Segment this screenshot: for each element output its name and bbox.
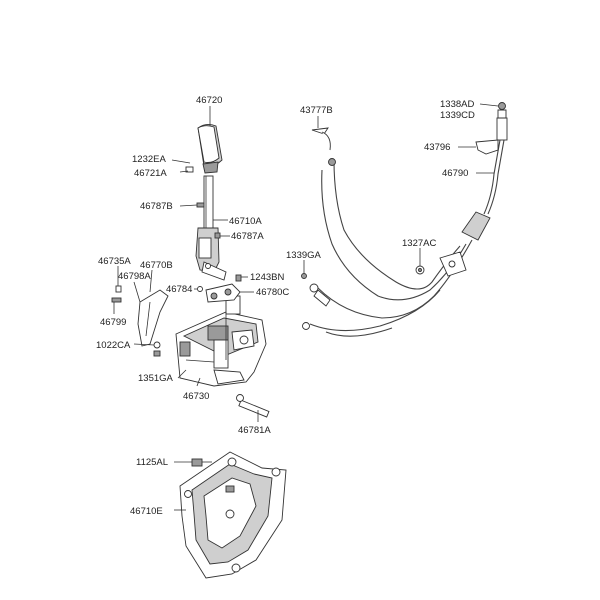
label-1125AL: 1125AL — [136, 457, 168, 468]
bolt-46781A — [236, 394, 270, 418]
label-43777B: 43777B — [300, 105, 333, 116]
label-46790: 46790 — [442, 168, 468, 179]
label-1338AD: 1338AD — [440, 99, 474, 110]
label-46798A: 46798A — [118, 271, 151, 282]
shift-knob — [197, 123, 223, 174]
label-46787A: 46787A — [231, 231, 264, 242]
label-1232EA: 1232EA — [132, 154, 166, 165]
label-46799: 46799 — [100, 317, 126, 328]
lever-fasteners — [185, 166, 221, 239]
label-46710A: 46710A — [229, 216, 262, 227]
label-1339GA: 1339GA — [286, 250, 322, 261]
label-1339CD: 1339CD — [440, 110, 475, 121]
cable-end-rod — [496, 102, 508, 141]
label-46787B: 46787B — [140, 201, 173, 212]
cable-end-1339GA — [301, 273, 331, 330]
label-46770B: 46770B — [140, 260, 173, 271]
label-46720: 46720 — [196, 95, 222, 106]
cable-mounting-plate — [439, 251, 467, 277]
bracket-46780C — [205, 283, 241, 303]
pin-46784 — [197, 286, 203, 292]
mounting-frame — [179, 451, 287, 579]
label-46710E: 46710E — [130, 506, 163, 517]
cable-boot — [461, 139, 505, 241]
clip-46735A — [111, 285, 122, 303]
bracket-46770B — [137, 289, 169, 347]
label-46784: 46784 — [166, 284, 192, 295]
label-43796: 43796 — [424, 142, 450, 153]
label-46721A: 46721A — [134, 168, 167, 179]
clip-43796 — [475, 139, 499, 155]
label-46781A: 46781A — [238, 425, 271, 436]
bolt-1125AL — [191, 458, 212, 467]
label-46735A: 46735A — [98, 256, 131, 267]
bolt-1022CA — [153, 341, 161, 357]
part-number-labels: 46720 1232EA 46721A 46787B 46710A 46787A… — [96, 95, 475, 517]
label-46730: 46730 — [183, 391, 209, 402]
shift-mechanism-housing — [175, 295, 267, 387]
screw-1243BN — [235, 274, 242, 282]
label-1327AC: 1327AC — [402, 238, 436, 249]
label-1022CA: 1022CA — [96, 340, 131, 351]
grommet-1327AC — [415, 265, 425, 275]
shift-lever — [195, 175, 227, 281]
clip-43777B — [311, 127, 336, 166]
leader-lines — [113, 103, 499, 511]
shift-cables — [309, 159, 473, 337]
label-1243BN: 1243BN — [250, 272, 284, 283]
label-1351GA: 1351GA — [138, 373, 174, 384]
label-46780C: 46780C — [256, 287, 289, 298]
